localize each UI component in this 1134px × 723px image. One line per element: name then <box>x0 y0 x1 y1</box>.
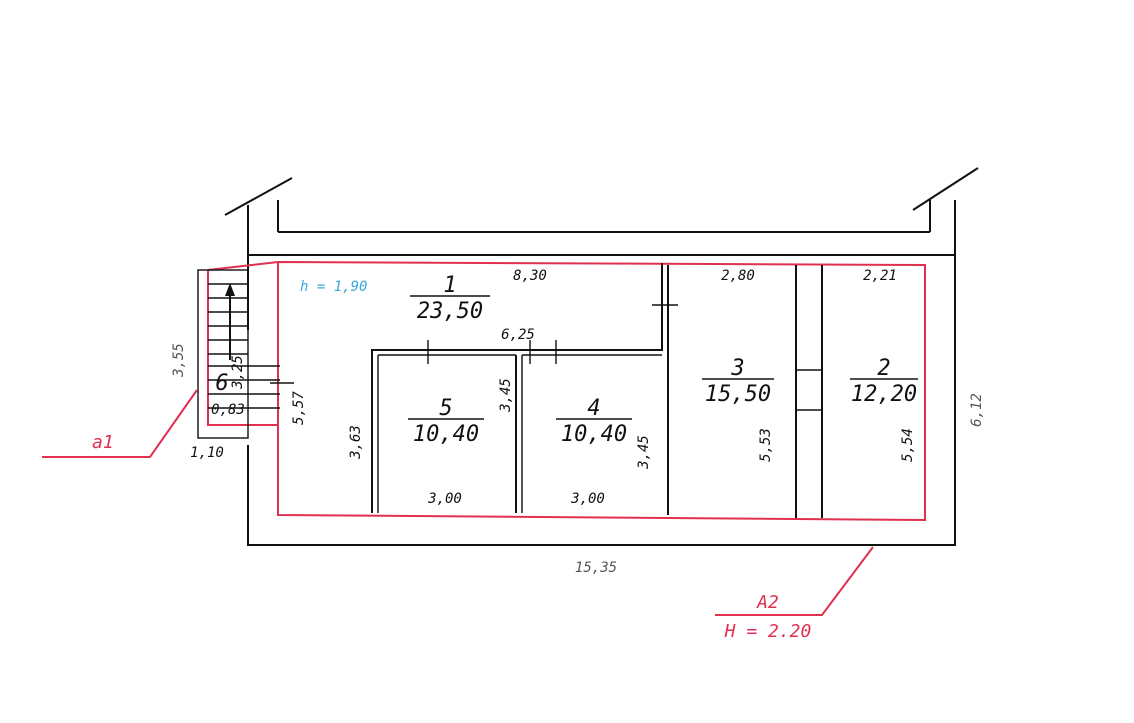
room-1-width-top: 8,30 <box>513 268 547 284</box>
unit-outline <box>207 260 926 522</box>
room-5-area: 10,40 <box>413 422 479 447</box>
room-6-depth: 3,25 <box>230 355 246 390</box>
room-1-area: 23,50 <box>417 299 483 324</box>
room-4-depth: 3,45 <box>636 435 652 470</box>
room-5-depth: 3,45 <box>498 378 514 413</box>
room-6: 6 0,83 3,25 <box>211 355 246 418</box>
room-2: 2 12,20 2,21 5,54 <box>850 268 918 462</box>
room-3-depth: 5,53 <box>758 428 774 462</box>
callout-A2: A2 <box>756 592 779 613</box>
room-4: 4 10,40 3,00 3,45 <box>556 396 652 507</box>
stair-arrow-icon <box>225 283 235 296</box>
outer-walls <box>224 167 979 546</box>
room-3-width: 2,80 <box>721 268 755 284</box>
room-4-width: 3,00 <box>570 491 605 507</box>
room-5-number: 5 <box>439 396 452 421</box>
overall-depth: 6,12 <box>969 393 985 427</box>
room-2-number: 2 <box>877 356 890 381</box>
room5-left-dim: 3,63 <box>348 425 364 460</box>
room-1-number: 1 <box>443 273 456 298</box>
room-2-area: 12,20 <box>851 382 917 407</box>
room-5: 5 10,40 3,00 3,45 <box>408 378 514 507</box>
room-2-width: 2,21 <box>863 268 897 284</box>
room-3-number: 3 <box>730 356 744 381</box>
room-3-area: 15,50 <box>705 382 771 407</box>
room-1: 1 23,50 h = 1,90 8,30 6,25 <box>300 268 547 343</box>
room-6-number: 6 <box>215 371 228 396</box>
overall-length: 15,35 <box>575 560 617 576</box>
room-6-width: 0,83 <box>211 402 245 418</box>
stair <box>197 269 294 439</box>
callouts: a1 A2 H = 2.20 <box>92 432 811 642</box>
partitions <box>371 263 823 518</box>
room-4-number: 4 <box>587 396 600 421</box>
callout-A2-height: H = 2.20 <box>724 621 812 642</box>
corridor-depth: 5,57 <box>291 391 307 425</box>
room-1-width-inner: 6,25 <box>501 327 535 343</box>
room-2-depth: 5,54 <box>900 428 916 462</box>
room-1-height-note: h = 1,90 <box>300 279 367 295</box>
room-3: 3 15,50 2,80 5,53 <box>702 268 774 462</box>
dimensions: 15,35 6,12 3,55 1,10 5,57 3,63 <box>171 343 985 576</box>
stair-length: 3,55 <box>171 343 187 378</box>
stair-width: 1,10 <box>190 445 224 461</box>
room-4-area: 10,40 <box>561 422 627 447</box>
room-5-width: 3,00 <box>427 491 462 507</box>
callout-leaders <box>42 389 874 616</box>
callout-a1: a1 <box>92 432 114 453</box>
